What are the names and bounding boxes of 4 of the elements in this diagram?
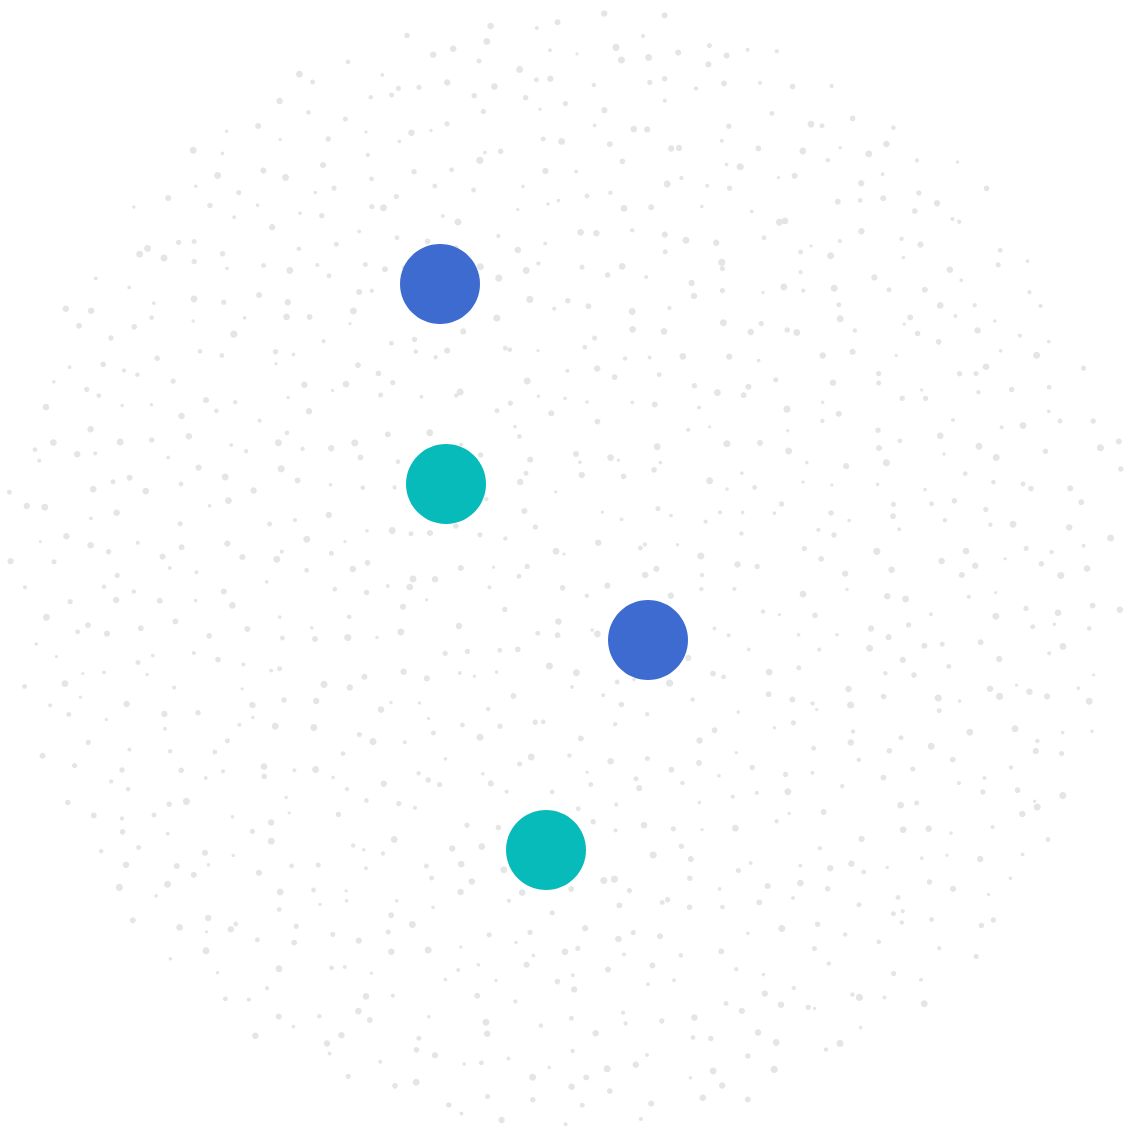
dot xyxy=(400,244,480,324)
dot xyxy=(608,600,688,680)
dot xyxy=(406,444,486,524)
dot xyxy=(506,810,586,890)
